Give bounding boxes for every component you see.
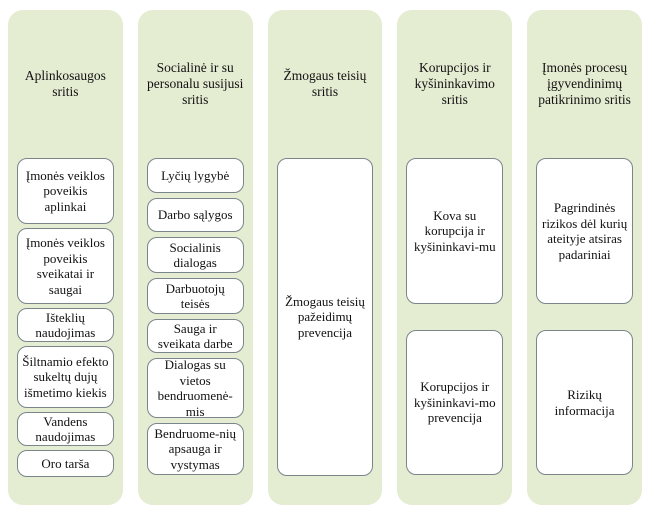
column-title: Žmogaus teisių sritis [283,68,367,99]
diagram-box: Išteklių naudojimas [17,308,114,342]
column-title: Korupcijos ir kyšininkavimo sritis [414,60,495,107]
box-stack: Pagrindinės rizikos dėl kurių ateityje a… [527,158,642,475]
column-aplinkosaugos-sritis: Aplinkosaugos sritis Įmonės veiklos pove… [8,10,123,505]
diagram-box: Darbo sąlygos [146,198,244,232]
column-title: Aplinkosaugos sritis [24,68,106,99]
diagram-box: Žmogaus teisių pažeidimų prevencija [276,158,374,476]
column-title: Įmonės procesų įgyvendinimų patikrinimo … [538,60,631,107]
diagram-box: Įmonės veiklos poveikis sveikatai ir sau… [17,228,114,304]
box-stack: Lyčių lygybė Darbo sąlygos Socialinis di… [138,158,253,475]
diagram-box: Darbuotojų teisės [146,278,244,314]
diagram-box: Lyčių lygybė [146,158,244,193]
diagram-box: Bendruome-nių apsauga ir vystymas [146,423,244,475]
column-zmogaus-teisiu-sritis: Žmogaus teisių sritis Žmogaus teisių paž… [267,10,383,505]
diagram-box: Sauga ir sveikata darbe [146,319,244,353]
box-stack: Įmonės veiklos poveikis aplinkai Įmonės … [8,158,123,477]
diagram-box: Rizikų informacija [536,330,633,475]
diagram-box: Socialinis dialogas [146,237,244,273]
column-socialine-sritis: Socialinė ir su personalu susijusi sriti… [137,10,253,505]
diagram-box: Dialogas su vietos bendruomenė-mis [146,358,244,418]
diagram-box: Šiltnamio efekto sukeltų dujų išmetimo k… [17,346,114,408]
diagram-box: Vandens naudojimas [17,412,114,446]
diagram-box: Oro tarša [17,450,114,477]
column-korupcijos-sritis: Korupcijos ir kyšininkavimo sritis Kova … [397,10,513,505]
diagram-box: Įmonės veiklos poveikis aplinkai [17,158,114,224]
diagram-box: Kova su korupcija ir kyšininkavi-mu [406,158,504,304]
diagram-box: Pagrindinės rizikos dėl kurių ateityje a… [536,158,633,304]
column-imones-procesu-sritis: Įmonės procesų įgyvendinimų patikrinimo … [527,10,642,505]
diagram-box: Korupcijos ir kyšininkavi-mo prevencija [406,330,504,475]
column-title: Socialinė ir su personalu susijusi sriti… [147,60,244,107]
box-stack: Kova su korupcija ir kyšininkavi-mu Koru… [397,158,512,475]
box-stack: Žmogaus teisių pažeidimų prevencija [268,158,383,476]
